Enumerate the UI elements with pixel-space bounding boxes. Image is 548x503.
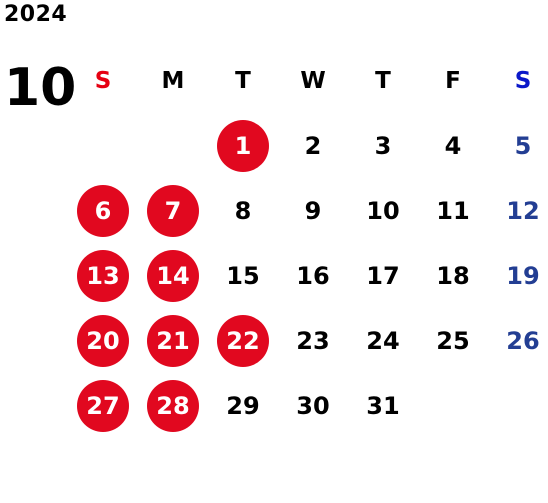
date-number: 17	[366, 261, 400, 290]
day-cell: 25	[418, 308, 488, 373]
day-cell: 2	[278, 113, 348, 178]
day-cell: 4	[418, 113, 488, 178]
day-cell: 22	[208, 308, 278, 373]
day-cell: 24	[348, 308, 418, 373]
weekday-header-monday: M	[161, 67, 185, 94]
date-number: 11	[436, 196, 470, 225]
date-number: 16	[296, 261, 330, 290]
day-cell: 17	[348, 243, 418, 308]
day-cell: 1	[208, 113, 278, 178]
date-number: 25	[436, 326, 470, 355]
date-number: 30	[296, 391, 330, 420]
holiday-date: 6	[77, 184, 129, 237]
date-number: 26	[506, 326, 540, 355]
year-label: 2024	[4, 2, 68, 27]
weekday-header-saturday: S	[514, 67, 532, 94]
day-cell: 11	[418, 178, 488, 243]
weekday-header-thursday: T	[375, 67, 391, 94]
day-cell: 28	[138, 373, 208, 438]
day-cell: 3	[348, 113, 418, 178]
date-number: 4	[444, 131, 462, 160]
holiday-date: 21	[147, 314, 199, 367]
empty-cell	[68, 113, 138, 178]
weekday-header-sunday: S	[94, 67, 112, 94]
date-number: 24	[366, 326, 400, 355]
day-cell: 19	[488, 243, 548, 308]
day-cell: 6	[68, 178, 138, 243]
date-number: 5	[514, 131, 532, 160]
date-number: 12	[506, 196, 540, 225]
day-cell: 15	[208, 243, 278, 308]
day-cell: 18	[418, 243, 488, 308]
day-cell: 26	[488, 308, 548, 373]
holiday-date: 20	[77, 314, 129, 367]
day-cell: 14	[138, 243, 208, 308]
holiday-date: 27	[77, 379, 129, 432]
day-cell: 30	[278, 373, 348, 438]
day-cell: 31	[348, 373, 418, 438]
day-cell: 20	[68, 308, 138, 373]
empty-cell	[138, 113, 208, 178]
holiday-date: 28	[147, 379, 199, 432]
day-cell: 13	[68, 243, 138, 308]
date-number: 29	[226, 391, 260, 420]
holiday-date: 13	[77, 249, 129, 302]
day-cell: 10	[348, 178, 418, 243]
date-number: 15	[226, 261, 260, 290]
date-number: 23	[296, 326, 330, 355]
day-cell: 29	[208, 373, 278, 438]
holiday-date: 7	[147, 184, 199, 237]
month-number: 10	[4, 58, 77, 118]
date-number: 10	[366, 196, 400, 225]
holiday-date: 14	[147, 249, 199, 302]
holiday-date: 1	[217, 119, 269, 172]
date-number: 8	[234, 196, 252, 225]
day-cell: 8	[208, 178, 278, 243]
date-number: 2	[304, 131, 322, 160]
day-cell: 23	[278, 308, 348, 373]
day-cell: 16	[278, 243, 348, 308]
date-number: 31	[366, 391, 400, 420]
date-number: 18	[436, 261, 470, 290]
day-cell: 7	[138, 178, 208, 243]
holiday-date: 22	[217, 314, 269, 367]
weekday-header-tuesday: T	[235, 67, 251, 94]
day-cell: 27	[68, 373, 138, 438]
date-number: 3	[374, 131, 392, 160]
day-cell: 12	[488, 178, 548, 243]
day-cell: 5	[488, 113, 548, 178]
weekday-header-friday: F	[445, 67, 461, 94]
day-cell: 21	[138, 308, 208, 373]
weekday-header-wednesday: W	[300, 67, 326, 94]
date-number: 9	[304, 196, 322, 225]
date-number: 19	[506, 261, 540, 290]
day-cell: 9	[278, 178, 348, 243]
